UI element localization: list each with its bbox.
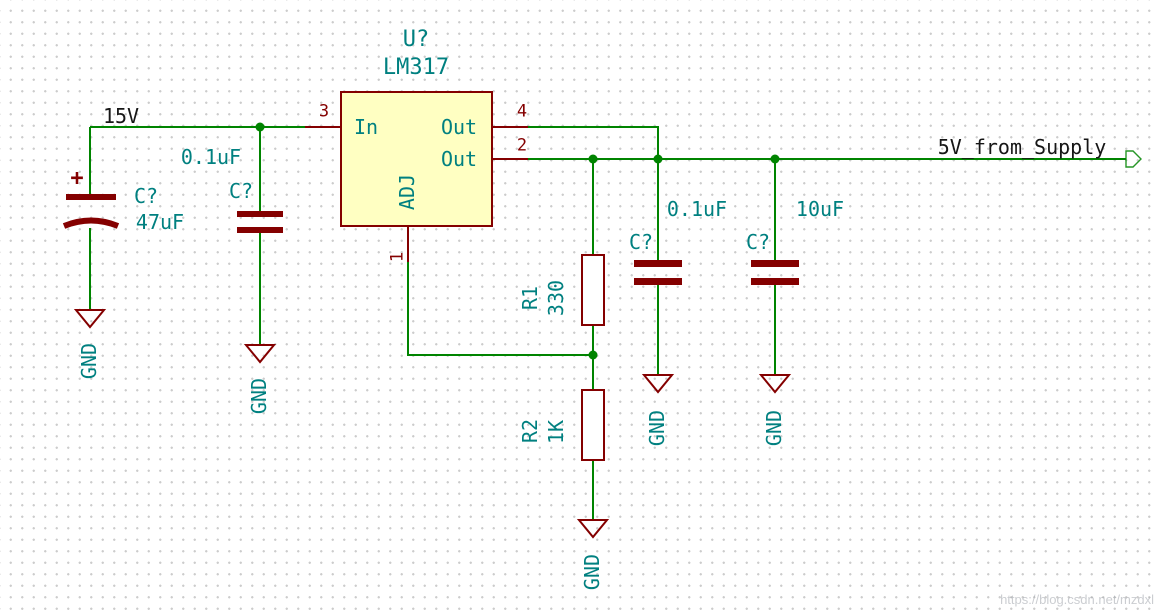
hierarchical-label-icon <box>1125 150 1142 168</box>
pin-name-adj: ADJ <box>395 173 419 211</box>
ground-label: GND <box>645 409 669 447</box>
junction-dot <box>255 122 265 132</box>
cap01in-bottom-plate <box>237 227 283 233</box>
junction-dot <box>588 350 598 360</box>
pin-number-4: 4 <box>516 101 528 122</box>
cap47-polarity-plus: + <box>70 166 84 191</box>
ground-label: GND <box>580 553 604 591</box>
cap47-value: 47uF <box>135 210 185 234</box>
cap01out-bottom-plate <box>634 278 682 285</box>
ground-symbol <box>576 519 610 539</box>
r1-value: 330 <box>544 279 568 317</box>
ground-label: GND <box>762 409 786 447</box>
net-label-15v: 15V <box>102 104 140 128</box>
cap47-reference: C? <box>133 184 159 208</box>
cap47-bottom-plate <box>62 217 120 229</box>
ground-symbol <box>641 374 675 394</box>
cap10-reference: C? <box>745 230 771 254</box>
pin-number-1: 1 <box>387 251 408 263</box>
cap47-top-plate <box>66 194 116 200</box>
ground-label: GND <box>77 342 101 380</box>
ic-reference: U? <box>402 27 430 52</box>
cap10-value: 10uF <box>795 197 845 221</box>
cap01in-value: 0.1uF <box>180 145 242 169</box>
cap10-bottom-plate <box>751 278 799 285</box>
cap01out-reference: C? <box>628 230 654 254</box>
ground-label: GND <box>247 377 271 415</box>
ground-symbol <box>758 374 792 394</box>
pin-name-in: In <box>353 115 379 139</box>
wire-out-pin4 <box>528 126 659 159</box>
r1-reference: R1 <box>518 285 542 311</box>
junction-dot <box>653 154 663 164</box>
cap01out-top-plate <box>634 260 682 267</box>
ground-symbol <box>243 344 277 364</box>
junction-dot <box>770 154 780 164</box>
junction-dot <box>588 154 598 164</box>
watermark-url: https://blog.csdn.net/mzdxl <box>1000 592 1154 607</box>
pin-name-out-top: Out <box>440 115 478 139</box>
cap10-top-plate <box>751 260 799 267</box>
lm317-ic-body <box>340 91 493 227</box>
net-label-5v-from-supply: 5V_from_Supply <box>937 135 1107 159</box>
ic-value: LM317 <box>382 55 450 80</box>
resistor-r1-body <box>581 254 605 326</box>
cap01in-reference: C? <box>228 179 254 203</box>
r2-reference: R2 <box>518 418 542 444</box>
r2-value: 1K <box>544 419 568 445</box>
ground-symbol <box>73 309 107 329</box>
cap01out-value: 0.1uF <box>666 197 728 221</box>
pin-number-2: 2 <box>516 135 528 156</box>
resistor-r2-body <box>581 389 605 461</box>
pin-number-3: 3 <box>318 101 330 122</box>
cap01in-top-plate <box>237 211 283 217</box>
wire-adj-feedback <box>407 262 593 356</box>
pin-name-out-bottom: Out <box>440 147 478 171</box>
